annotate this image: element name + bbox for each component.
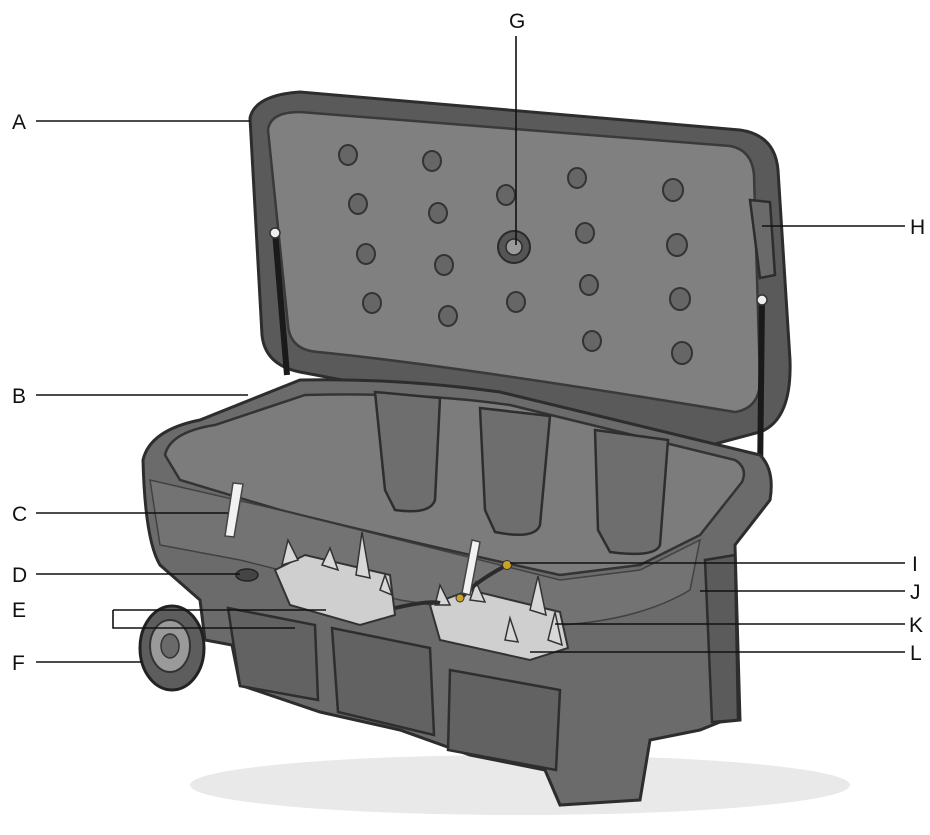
brass-fitting xyxy=(455,593,465,603)
label-k: K xyxy=(909,614,923,637)
brass-fitting-i xyxy=(502,560,512,570)
wheel xyxy=(138,604,206,692)
label-j: J xyxy=(910,581,921,604)
label-g: G xyxy=(509,10,525,33)
label-l: L xyxy=(910,642,922,665)
label-h: H xyxy=(910,216,925,239)
chest-body xyxy=(141,378,773,807)
label-e: E xyxy=(12,599,26,622)
leader-lines xyxy=(36,36,905,663)
heating-plate-left xyxy=(273,531,397,627)
lid-foam-holes xyxy=(338,144,693,365)
side-handle xyxy=(703,553,740,724)
lid-vent-plug xyxy=(497,230,531,264)
lid-latch xyxy=(748,198,777,280)
strap-c xyxy=(224,482,244,538)
drain-plug xyxy=(235,568,259,582)
label-f: F xyxy=(12,652,25,675)
floor-shadow xyxy=(190,755,850,815)
front-panels xyxy=(226,606,562,772)
label-b: B xyxy=(12,385,26,408)
cavity-dividers xyxy=(373,390,670,556)
lid xyxy=(248,90,792,450)
label-d: D xyxy=(12,564,27,587)
callout-labels: A B C D E F G H I J K L xyxy=(12,10,925,675)
label-c: C xyxy=(12,503,27,526)
label-i: I xyxy=(912,553,918,576)
label-a: A xyxy=(12,111,26,134)
strap-k xyxy=(461,539,481,596)
